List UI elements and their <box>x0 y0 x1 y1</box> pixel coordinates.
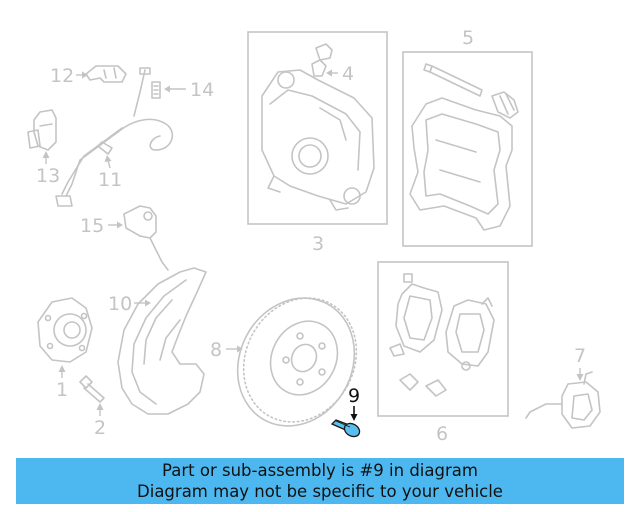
callout-11: 11 <box>98 155 122 191</box>
svg-text:11: 11 <box>98 169 122 191</box>
part-6-brake-pad-inner[interactable] <box>395 273 443 353</box>
part-9-bolt-highlighted[interactable] <box>330 419 362 439</box>
part-5-boot[interactable] <box>491 91 519 119</box>
svg-text:8: 8 <box>210 339 222 361</box>
callout-8: 8 <box>210 339 243 361</box>
part-10-splash-shield[interactable] <box>117 267 207 415</box>
part-6-pad-clips[interactable] <box>389 343 447 397</box>
svg-text:3: 3 <box>312 233 324 255</box>
callout-5: 5 <box>462 27 474 49</box>
part-8-brake-rotor[interactable] <box>216 277 378 446</box>
callout-7: 7 <box>574 345 586 381</box>
part-3-caliper-slide-pins[interactable] <box>311 43 333 77</box>
part-5-box <box>402 51 533 247</box>
part-14-clip[interactable] <box>151 81 161 99</box>
svg-text:6: 6 <box>436 423 448 445</box>
part-3-caliper[interactable] <box>261 69 375 211</box>
callout-1: 1 <box>56 365 68 401</box>
callout-6: 6 <box>436 423 448 445</box>
part-7-wear-sensor[interactable] <box>525 371 601 429</box>
parts-diagram: 12 14 11 13 <box>27 27 601 446</box>
svg-text:1: 1 <box>56 379 68 401</box>
part-6-box <box>377 261 509 417</box>
svg-text:10: 10 <box>108 293 132 315</box>
part-12-bracket[interactable] <box>85 65 127 83</box>
part-1-wheel-hub[interactable] <box>37 297 93 363</box>
part-11-brake-hose[interactable] <box>55 67 174 207</box>
part-5-guide-pin[interactable] <box>423 63 483 97</box>
svg-text:9: 9 <box>348 385 360 407</box>
callout-3: 3 <box>312 233 324 255</box>
part-3-box <box>247 31 388 225</box>
svg-text:4: 4 <box>342 63 354 85</box>
callout-13: 13 <box>36 151 60 187</box>
part-2-bolt[interactable] <box>79 375 105 403</box>
svg-text:2: 2 <box>94 417 106 439</box>
svg-text:13: 13 <box>36 165 60 187</box>
svg-text:12: 12 <box>50 65 74 87</box>
callout-9: 9 <box>348 385 360 421</box>
callout-15: 15 <box>80 215 123 237</box>
callout-12: 12 <box>50 65 88 87</box>
part-15-abs-sensor[interactable] <box>123 205 169 271</box>
banner-line-part-number: Part or sub-assembly is #9 in diagram <box>162 461 478 480</box>
part-13-bracket[interactable] <box>27 109 57 151</box>
svg-text:5: 5 <box>462 27 474 49</box>
callout-4: 4 <box>326 63 354 85</box>
callout-10: 10 <box>108 293 151 315</box>
banner-line-disclaimer: Diagram may not be specific to your vehi… <box>137 482 503 501</box>
part-5-caliper-bracket[interactable] <box>409 97 513 231</box>
svg-text:14: 14 <box>190 79 214 101</box>
callout-14: 14 <box>164 79 214 101</box>
part-6-brake-pad-outer[interactable] <box>445 297 495 371</box>
svg-text:7: 7 <box>574 345 586 367</box>
callout-2: 2 <box>94 403 106 439</box>
svg-text:15: 15 <box>80 215 104 237</box>
info-banner: Part or sub-assembly is #9 in diagram Di… <box>16 458 624 504</box>
